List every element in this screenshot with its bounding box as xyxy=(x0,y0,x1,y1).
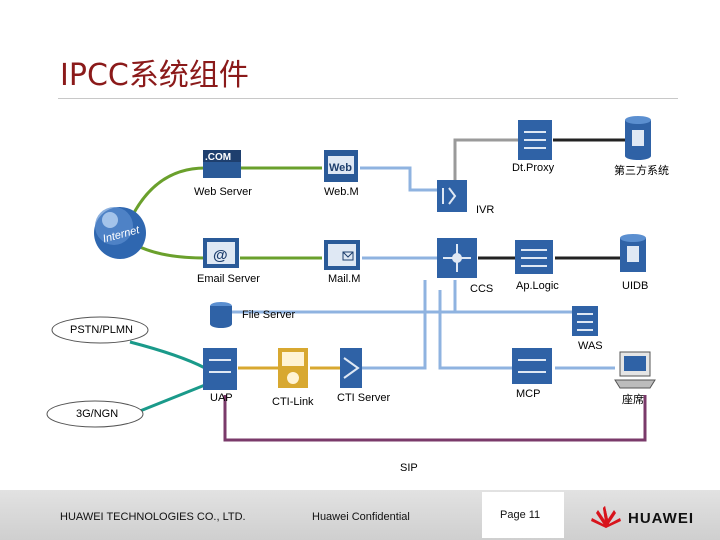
page-number: Page 11 xyxy=(500,509,541,521)
was-server-icon xyxy=(572,306,598,336)
page-title: IPCC系统组件 xyxy=(60,58,249,93)
link-lan-mcp xyxy=(438,290,512,370)
webm-label: Web.M xyxy=(324,186,359,198)
uidb-label: UIDB xyxy=(622,280,649,292)
webm-icon xyxy=(324,150,358,182)
ngn-cloud-icon xyxy=(46,400,144,428)
com-label: .COM xyxy=(205,152,231,163)
email-at-label: @ xyxy=(213,247,228,264)
mailm-icon xyxy=(324,240,360,270)
ccs-label: CCS xyxy=(470,283,494,295)
page-number-box xyxy=(482,492,564,538)
dtproxy-icon xyxy=(518,120,552,160)
uap-label: UAP xyxy=(210,392,233,404)
link-webm-ivr xyxy=(360,166,440,192)
ccs-icon xyxy=(437,238,477,278)
title-divider xyxy=(58,98,678,99)
link-dtproxy-ivr xyxy=(453,138,520,180)
aplogic-label: Ap.Logic xyxy=(516,280,559,292)
web-server-label: Web Server xyxy=(194,186,252,198)
aplogic-icon xyxy=(515,240,553,274)
link-pstn-uap xyxy=(129,340,206,370)
file-server-label: File Server xyxy=(242,309,296,321)
web-server-icon xyxy=(203,150,241,178)
cti-link-icon xyxy=(278,348,308,388)
footer-confidential: Huawei Confidential xyxy=(312,511,410,523)
was-label: WAS xyxy=(578,340,603,352)
uap-icon xyxy=(203,348,237,390)
mcp-icon xyxy=(512,348,552,384)
sip-label: SIP xyxy=(400,462,418,474)
footer-company: HUAWEI TECHNOLOGIES CO., LTD. xyxy=(60,511,246,523)
email-server-label: Email Server xyxy=(197,273,260,285)
link-sip xyxy=(223,395,647,442)
huawei-logo-icon xyxy=(591,506,621,528)
mailm-label: Mail.M xyxy=(328,273,361,285)
cti-server-label: CTI Server xyxy=(337,392,391,404)
huawei-brand-text: HUAWEI xyxy=(628,510,694,527)
cti-server-icon xyxy=(340,348,362,388)
third-party-label: 第三方系统 xyxy=(614,164,669,177)
agent-label: 座席 xyxy=(622,393,644,406)
ivr-label: IVR xyxy=(476,204,495,216)
third-party-database-icon xyxy=(625,116,651,160)
web-icon-label: Web xyxy=(329,162,352,174)
link-ctiserver-ccs xyxy=(362,280,427,370)
pstn-label: PSTN/PLMN xyxy=(70,324,133,336)
cti-link-label: CTI-Link xyxy=(272,396,314,408)
mcp-label: MCP xyxy=(516,388,541,400)
ngn-label: 3G/NGN xyxy=(76,408,119,420)
uidb-database-icon xyxy=(620,234,646,272)
pstn-cloud-icon xyxy=(51,316,149,344)
dtproxy-label: Dt.Proxy xyxy=(512,162,555,174)
internet-globe-icon xyxy=(94,207,146,259)
email-server-icon xyxy=(203,238,239,268)
ivr-icon xyxy=(437,180,467,212)
file-server-icon xyxy=(210,302,232,328)
agent-computer-icon xyxy=(614,351,656,389)
